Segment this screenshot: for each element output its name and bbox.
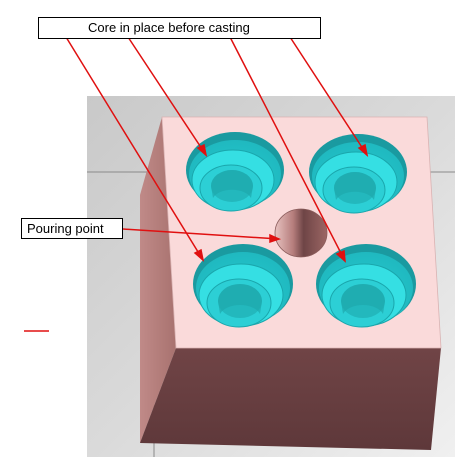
- mold-front-face: [140, 348, 441, 450]
- core-bottom-left: [193, 244, 293, 328]
- core-callout-label: Core in place before casting: [38, 17, 321, 39]
- core-bottom-right: [316, 244, 416, 328]
- core-top-right: [309, 134, 407, 214]
- pouring-hole: [274, 208, 328, 258]
- callout-arrows: [65, 36, 369, 263]
- mold-left-face: [140, 117, 176, 443]
- pouring-point-callout-label: Pouring point: [21, 218, 123, 239]
- core-top-left: [186, 132, 284, 212]
